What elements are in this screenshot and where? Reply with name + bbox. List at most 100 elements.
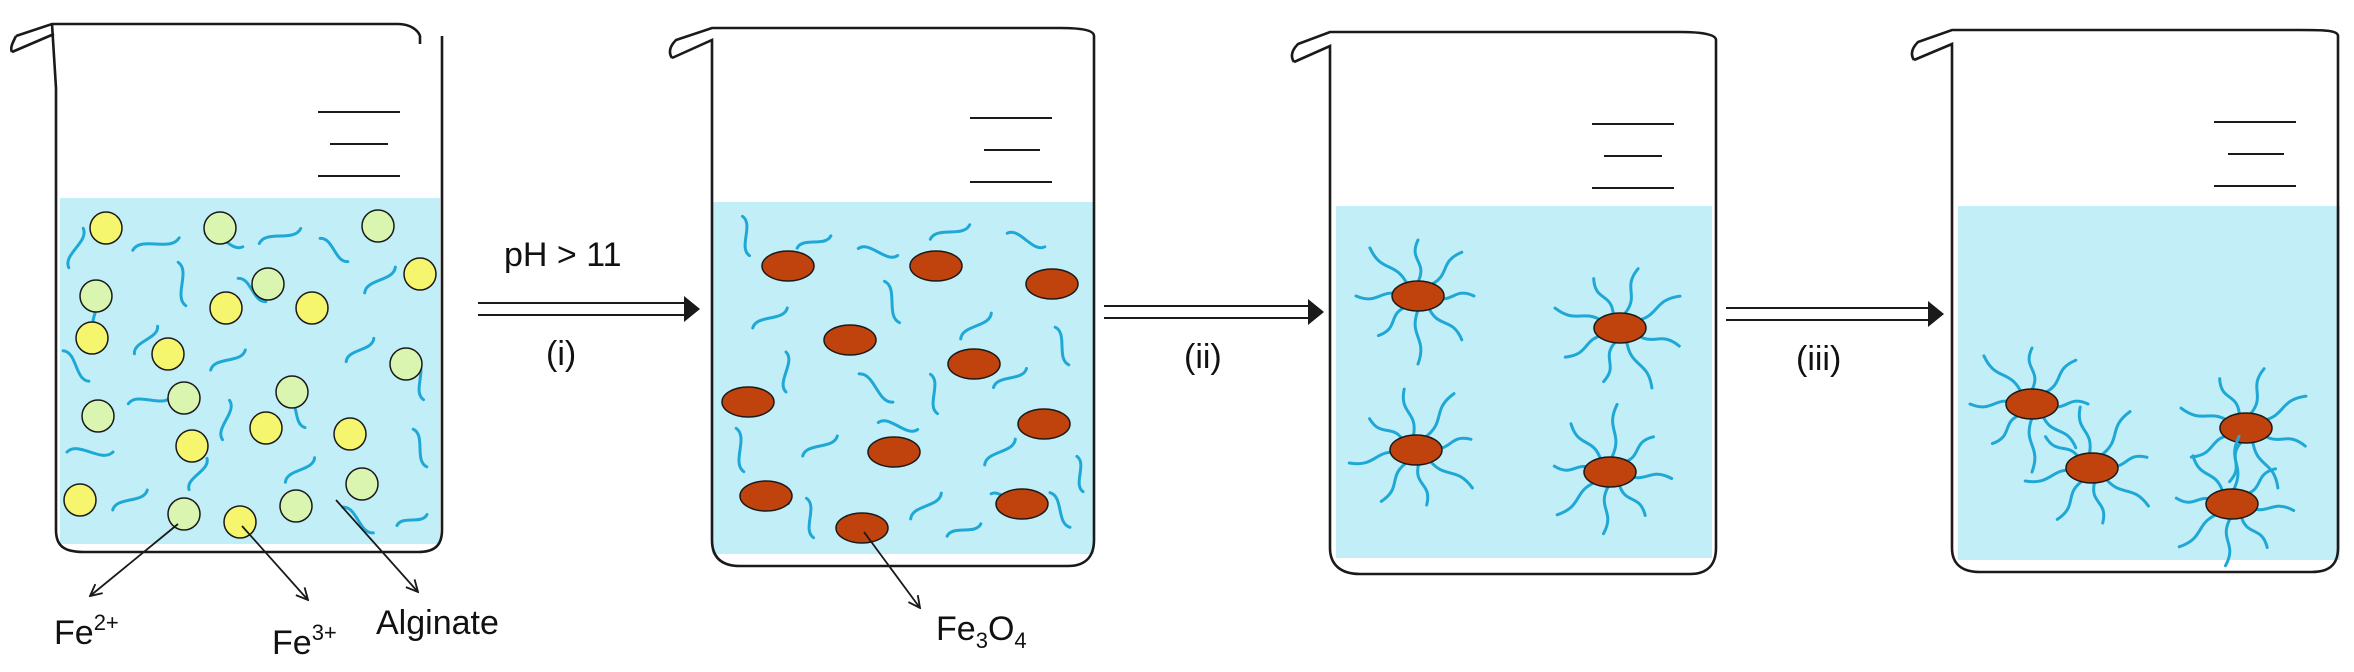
fe3o4-particle xyxy=(995,488,1049,520)
solution-1 xyxy=(60,198,440,544)
coated-particle xyxy=(1968,346,2090,474)
beaker-4 xyxy=(1910,28,2340,574)
arrow-step-i xyxy=(478,296,700,322)
callout-pointers xyxy=(90,499,920,608)
alginate-strand xyxy=(1413,308,1423,366)
solution-4 xyxy=(1958,206,2340,560)
fe3o4-particle xyxy=(721,386,775,418)
alginate-strand xyxy=(132,324,160,356)
fe3o4-core xyxy=(2219,412,2273,444)
alginate-strand xyxy=(2239,513,2269,549)
alginate-strand xyxy=(283,456,317,484)
fe3-ion xyxy=(403,257,437,291)
alginate-strand xyxy=(341,505,375,535)
fe3-ion xyxy=(151,337,185,371)
coated-particle xyxy=(1347,387,1474,507)
alginate-strand xyxy=(1413,238,1423,284)
alginate-strand xyxy=(187,456,209,492)
alginate-strand xyxy=(1426,456,1474,490)
alginate-strand xyxy=(1592,277,1615,318)
fe2-ion xyxy=(251,267,285,301)
step-i-label: (i) xyxy=(546,335,576,373)
alginate-strand xyxy=(1982,354,2024,396)
volume-marks-3 xyxy=(1592,123,1674,189)
alginate-strand xyxy=(1602,484,1610,536)
alginate-strand xyxy=(176,260,188,308)
beaker-3 xyxy=(1290,30,1718,576)
alginate-strand xyxy=(219,398,233,442)
alginate-strand xyxy=(1610,402,1619,460)
alginate-strand xyxy=(1625,338,1654,390)
beaker-3-outline xyxy=(1290,30,1718,576)
fe2-ion xyxy=(203,211,237,245)
alginate-strand xyxy=(909,491,943,521)
alginate-strand xyxy=(741,214,751,258)
alginate-strand xyxy=(2248,367,2266,417)
alginate-strand xyxy=(1622,267,1640,317)
fe3o4-particle xyxy=(1017,408,1071,440)
alginate-strand xyxy=(795,234,833,250)
beaker-1-outline xyxy=(9,22,444,554)
alginate-strand xyxy=(992,367,1028,389)
fe3o4-particle xyxy=(823,324,877,356)
alginate-strand xyxy=(781,350,791,394)
fe3o4-particle xyxy=(835,512,889,544)
alginate-strand xyxy=(209,348,247,372)
alginate-strand xyxy=(751,306,789,330)
fe3o4-particle xyxy=(739,480,793,512)
fe3-ion xyxy=(89,211,123,245)
alginate-strand xyxy=(1401,387,1416,438)
label-fe3o4: Fe3O4 xyxy=(936,610,1027,653)
alginate-strand xyxy=(2218,377,2241,418)
step-ii-label: (ii) xyxy=(1184,338,1222,376)
fe3-ion xyxy=(75,321,109,355)
solution-3 xyxy=(1336,206,1712,558)
volume-marks-4 xyxy=(2214,121,2296,187)
label-alginate: Alginate xyxy=(376,604,499,642)
fe3o4-particle xyxy=(761,250,815,282)
fe2-ion xyxy=(167,497,201,531)
alginate-strand xyxy=(2224,516,2232,568)
alginate-strand xyxy=(2098,410,2132,458)
alginate-strand xyxy=(1416,462,1430,507)
fe3o4-particle xyxy=(947,348,1001,380)
arrow-step-ii xyxy=(1104,299,1324,325)
alginate-strand xyxy=(2102,474,2150,508)
iron-ions xyxy=(63,209,437,539)
alginate-coated-nanoparticles xyxy=(1347,238,1682,536)
alginate-strand xyxy=(857,372,895,404)
alginate-strand xyxy=(928,223,972,241)
label-fe2: Fe2+ xyxy=(54,610,119,652)
alginate-strand xyxy=(61,349,91,383)
fe2-ion xyxy=(275,375,309,409)
alginate-strand xyxy=(945,522,983,538)
fe2-ion xyxy=(345,467,379,501)
label-fe3: Fe3+ xyxy=(272,620,337,662)
fe3-ion xyxy=(295,291,329,325)
alginate-strand xyxy=(1005,230,1047,250)
alginate-strand xyxy=(2251,438,2280,490)
beaker-1 xyxy=(9,22,444,554)
fe2-ion xyxy=(279,489,313,523)
fe3-ion xyxy=(249,411,283,445)
beaker-2 xyxy=(668,26,1096,568)
fe3o4-core xyxy=(1583,456,1637,488)
volume-marks-1 xyxy=(318,111,400,177)
alginate-strand xyxy=(805,496,815,540)
alginate-strand xyxy=(959,311,993,341)
alginate-strand xyxy=(876,419,920,433)
alginate-strand xyxy=(2055,478,2086,521)
alginate-strand xyxy=(2027,416,2037,474)
alginate-strand xyxy=(1617,481,1647,517)
volume-marks-2 xyxy=(970,117,1052,183)
alginate-strand xyxy=(1075,454,1085,494)
alginate-strand xyxy=(2191,454,2225,495)
alginate-strand xyxy=(66,226,86,270)
alginate-strand xyxy=(734,426,746,474)
fe3o4-core xyxy=(1593,312,1647,344)
coated-particle xyxy=(1553,267,1682,390)
beaker-2-outline xyxy=(668,26,1096,568)
step-iii-label: (iii) xyxy=(1796,340,1841,378)
beaker-4-outline xyxy=(1910,28,2340,574)
